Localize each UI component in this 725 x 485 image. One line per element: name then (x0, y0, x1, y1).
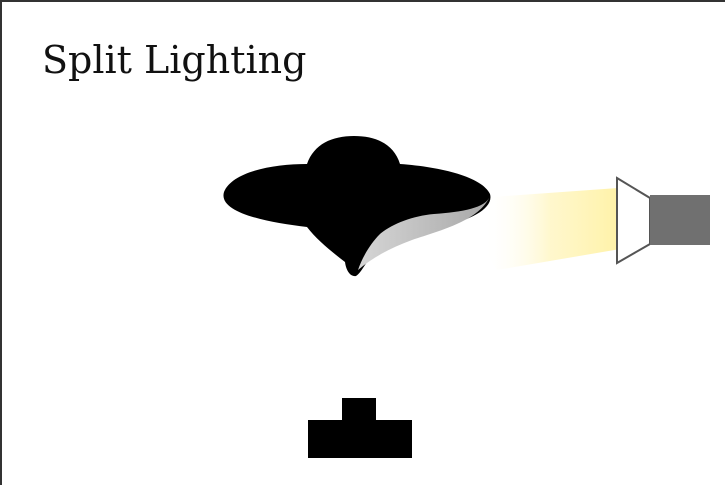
camera-icon (308, 398, 412, 458)
head-top-view-icon (223, 136, 490, 276)
light-beam (483, 187, 632, 270)
studio-light-icon (617, 178, 710, 263)
